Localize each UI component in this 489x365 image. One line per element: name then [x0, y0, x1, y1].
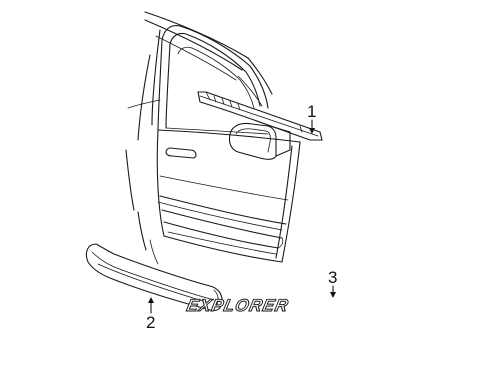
- front-door-outline: [156, 25, 301, 263]
- callout-3: 3: [328, 268, 337, 298]
- explorer-nameplate: EXPLORER: [185, 295, 292, 316]
- callout-label-3: 3: [328, 268, 337, 287]
- weatherstrip-belt-molding: [197, 91, 323, 141]
- body-side-molding: [85, 243, 223, 312]
- nameplate-text: EXPLORER: [185, 295, 291, 315]
- outside-mirror: [228, 122, 291, 160]
- callout-label-2: 2: [146, 313, 155, 332]
- callout-label-1: 1: [307, 102, 316, 121]
- callout-1: 1: [307, 102, 316, 134]
- vehicle-body-outline: [125, 11, 273, 265]
- callout-2: 2: [146, 297, 155, 332]
